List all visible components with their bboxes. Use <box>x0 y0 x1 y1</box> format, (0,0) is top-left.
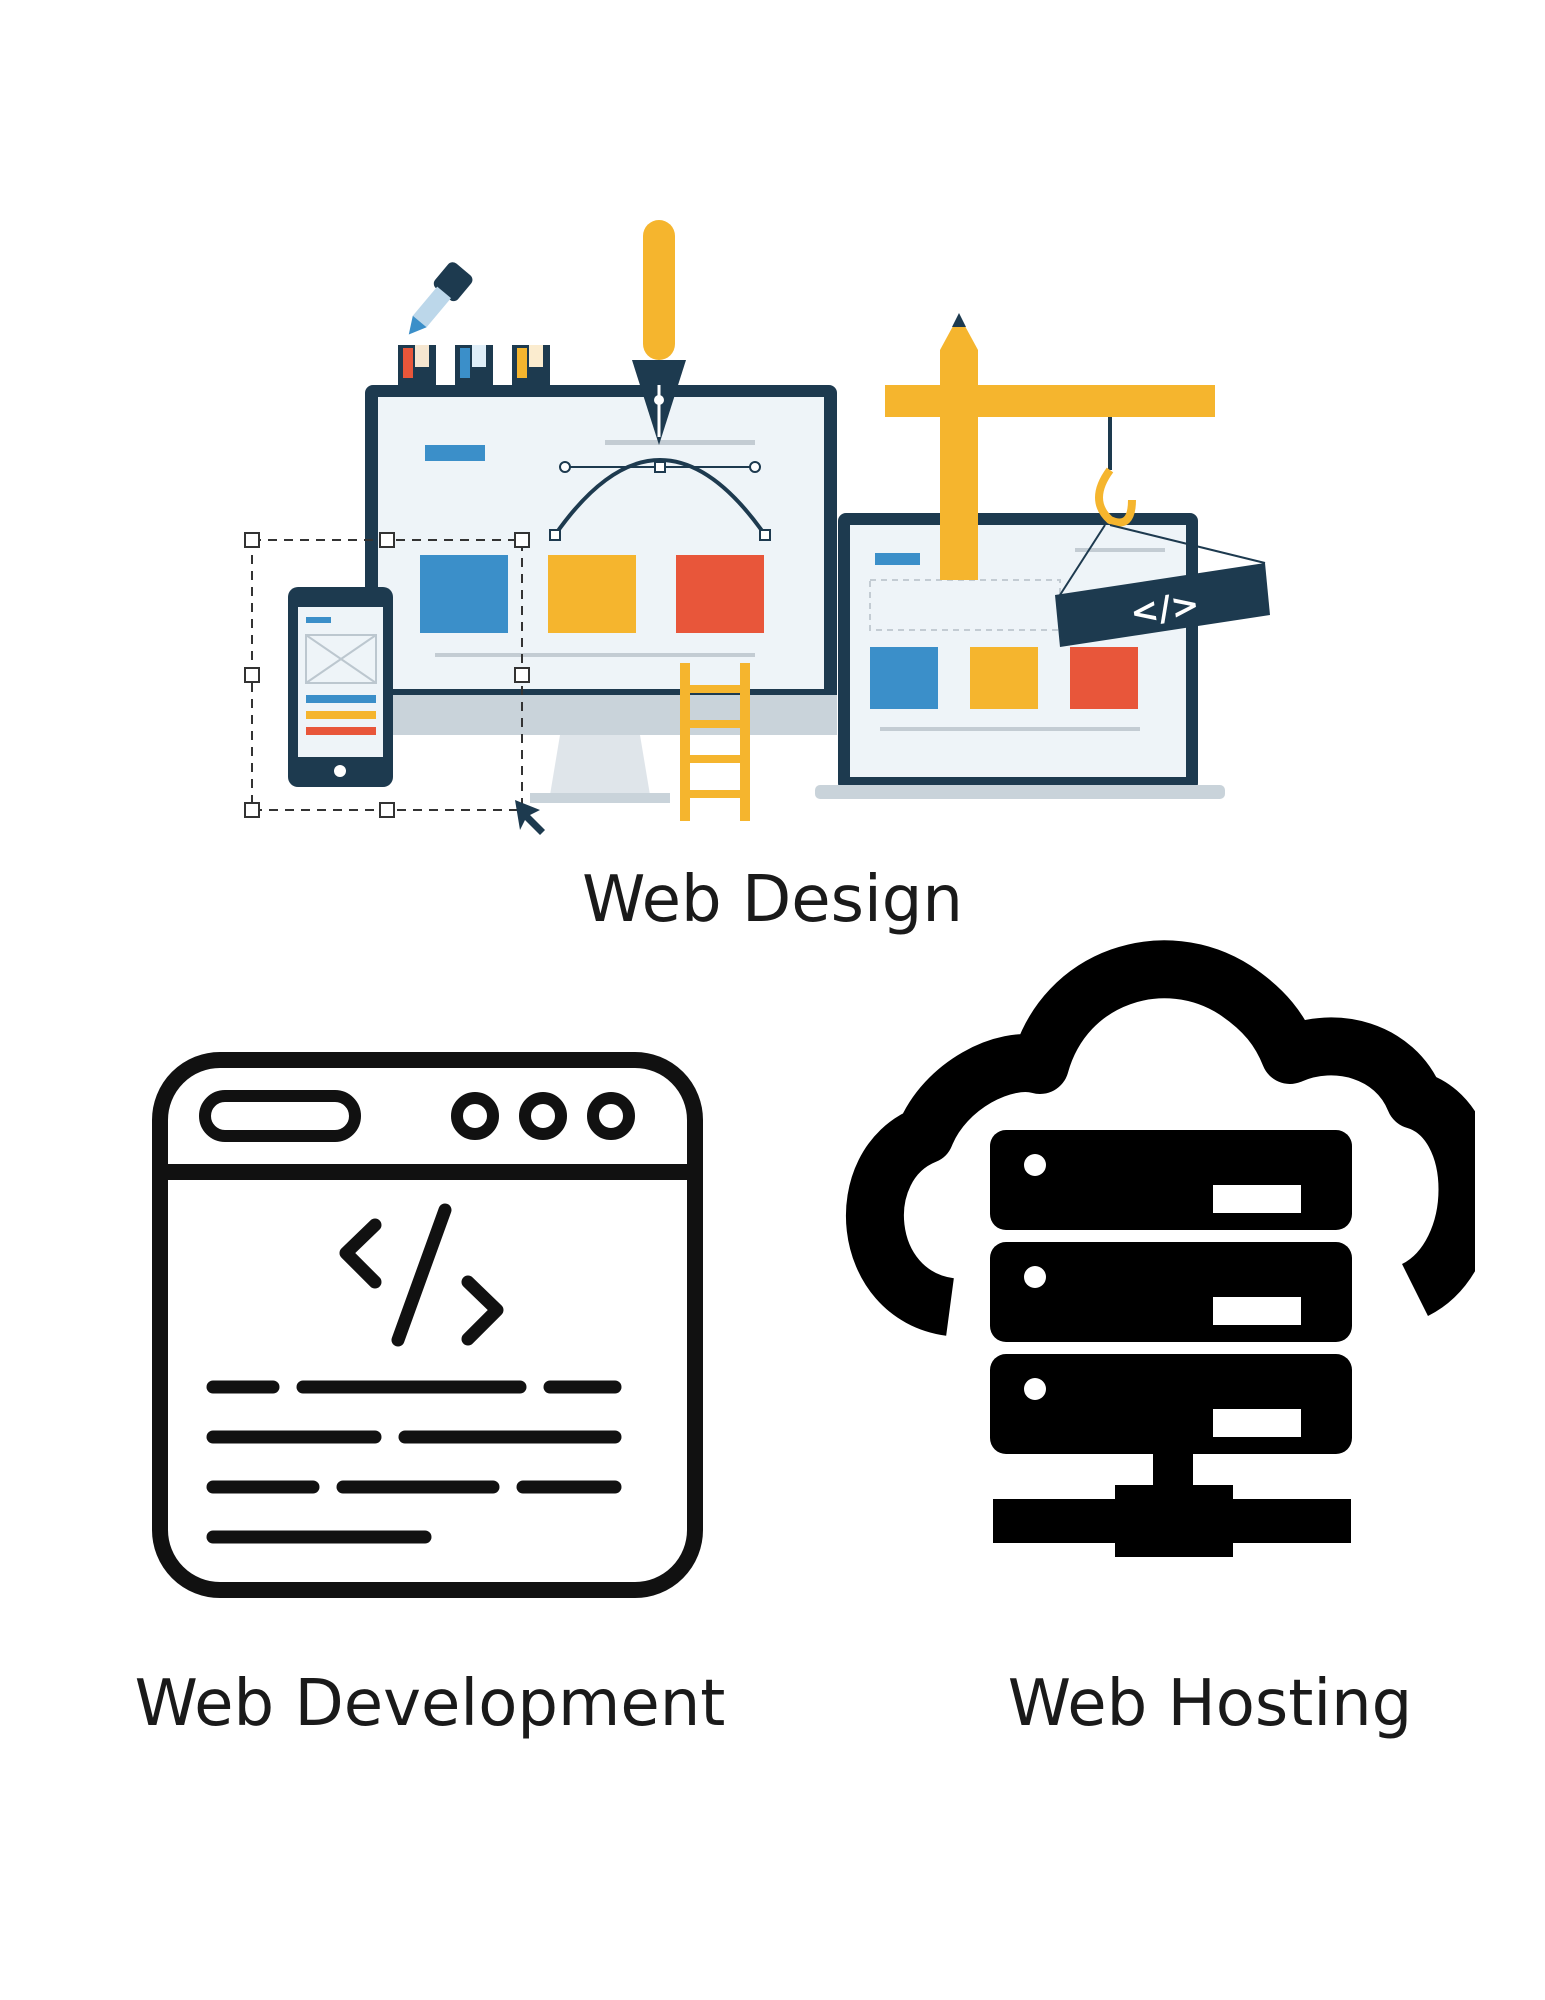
network-connector <box>993 1454 1351 1557</box>
desktop-monitor <box>365 385 837 803</box>
web-design-illustration: </> <box>244 220 1270 835</box>
paint-pots-icon <box>398 345 550 385</box>
pen-tool-icon <box>632 220 686 445</box>
selection-box <box>244 532 545 835</box>
web-development-label: Web Development <box>134 1667 726 1741</box>
web-hosting-label: Web Hosting <box>1007 1667 1413 1741</box>
server-rack <box>990 1130 1352 1454</box>
laptop <box>815 513 1225 799</box>
ladder-icon <box>680 663 750 821</box>
cursor-arrow-icon <box>515 800 545 835</box>
eyedropper-icon <box>408 262 473 335</box>
cloud-server-icon <box>845 940 1475 1557</box>
code-sign-text: </> <box>1128 584 1202 633</box>
code-window-icon <box>152 1052 703 1598</box>
web-design-label: Web Design <box>582 863 963 937</box>
crane-icon <box>885 313 1215 580</box>
hanging-code-sign: </> <box>1055 524 1270 647</box>
phone <box>288 587 393 787</box>
